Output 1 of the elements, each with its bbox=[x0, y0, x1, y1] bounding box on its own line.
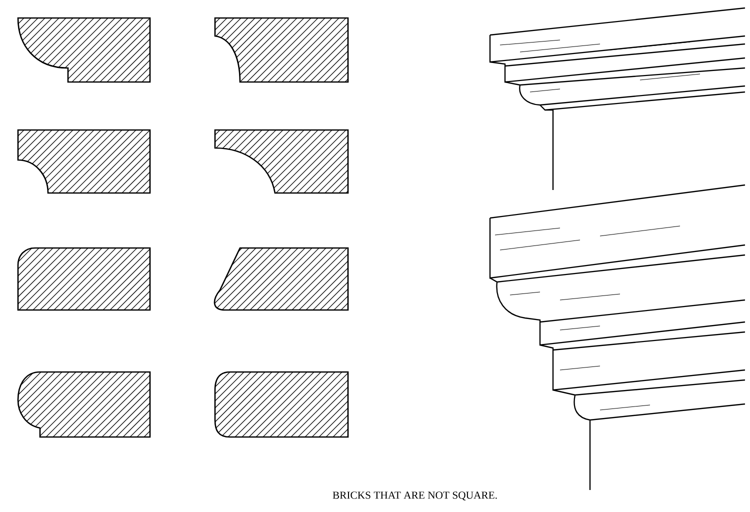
caption: BRICKS THAT ARE NOT SQUARE. bbox=[332, 492, 497, 500]
